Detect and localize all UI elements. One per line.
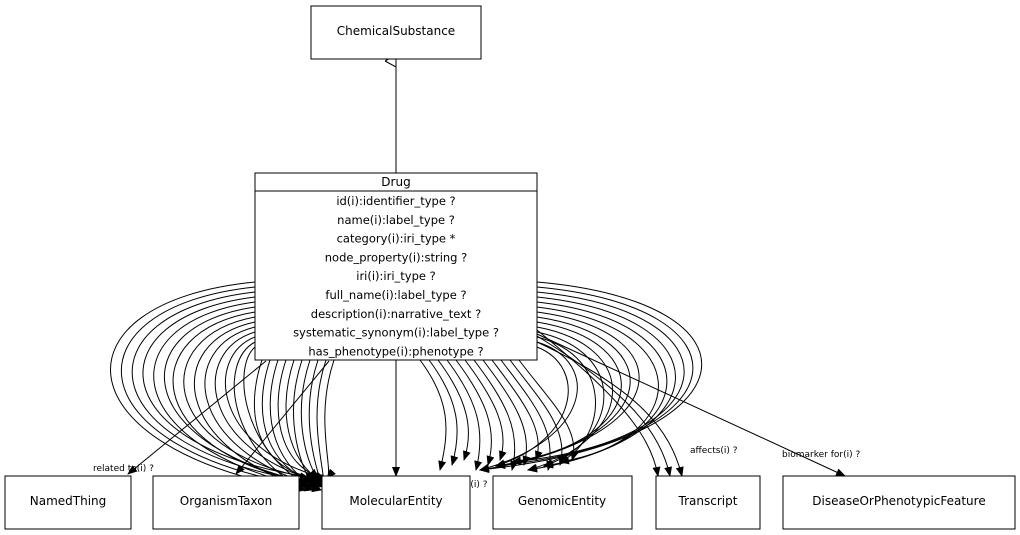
target-node-transcript: Transcript bbox=[655, 475, 761, 530]
target-label-genomic-entity: GenomicEntity bbox=[518, 494, 606, 508]
association-edge bbox=[214, 331, 322, 484]
target-label-named-thing: NamedThing bbox=[30, 494, 107, 508]
association-edge bbox=[293, 359, 316, 491]
drug-attribute: iri(i):iri_type ? bbox=[356, 269, 435, 283]
association-edge bbox=[253, 359, 316, 481]
association-edge bbox=[233, 341, 306, 491]
target-node-organism-taxon: OrganismTaxon bbox=[152, 475, 300, 530]
drug-attribute: full_name(i):label_type ? bbox=[325, 288, 466, 302]
drug-class-node: Drug id(i):identifier_type ? name(i):labe… bbox=[254, 172, 538, 361]
association-edge bbox=[536, 306, 659, 465]
drug-attribute: id(i):identifier_type ? bbox=[336, 194, 455, 208]
drug-class-title: Drug bbox=[381, 175, 410, 189]
association-edge bbox=[225, 336, 326, 480]
edge-biomarker-for bbox=[536, 333, 846, 477]
edge-label-transcript: affects(i) ? bbox=[690, 446, 738, 456]
association-edge bbox=[536, 331, 605, 467]
association-edge bbox=[428, 359, 459, 466]
association-edge bbox=[491, 359, 543, 461]
target-node-molecular-entity: MolecularEntity bbox=[321, 475, 471, 530]
association-edge bbox=[511, 291, 685, 466]
drug-attribute: systematic_synonym(i):label_type ? bbox=[293, 326, 499, 340]
association-edge bbox=[261, 359, 319, 486]
drug-attribute: category(i):iri_type * bbox=[337, 232, 456, 246]
target-label-molecular-entity: MolecularEntity bbox=[349, 494, 442, 508]
association-edge bbox=[300, 359, 319, 479]
association-edge bbox=[518, 359, 579, 461]
association-edge bbox=[464, 359, 507, 461]
parent-class-label: ChemicalSubstance bbox=[337, 24, 455, 38]
association-edge bbox=[183, 316, 310, 481]
association-edge bbox=[131, 291, 314, 485]
association-edge bbox=[446, 359, 483, 471]
association-edge bbox=[500, 359, 555, 471]
association-edge bbox=[437, 359, 471, 461]
association-edge bbox=[243, 346, 310, 487]
edge-organism-taxon bbox=[235, 360, 330, 475]
edge-label-biomarker-for: biomarker for(i) ? bbox=[782, 450, 860, 460]
drug-attribute: has_phenotype(i):phenotype ? bbox=[308, 344, 483, 358]
target-node-genomic-entity: GenomicEntity bbox=[492, 475, 633, 530]
association-edge bbox=[204, 326, 318, 488]
association-edge bbox=[479, 281, 703, 474]
association-edge bbox=[172, 311, 306, 485]
target-label-organism-taxon: OrganismTaxon bbox=[180, 494, 272, 508]
association-edge bbox=[511, 321, 622, 465]
parent-class-node: ChemicalSubstance bbox=[310, 5, 482, 60]
association-edge bbox=[536, 329, 661, 477]
target-label-disease-or-phenotypic-feature: DiseaseOrPhenotypicFeature bbox=[812, 494, 985, 508]
association-edge bbox=[536, 341, 684, 477]
association-edge bbox=[120, 286, 310, 489]
drug-attribute: node_property(i):string ? bbox=[325, 250, 468, 264]
association-edge bbox=[473, 359, 519, 471]
target-label-transcript: Transcript bbox=[678, 494, 738, 508]
target-node-named-thing: NamedThing bbox=[4, 475, 132, 530]
association-edge bbox=[455, 359, 495, 466]
association-edge bbox=[110, 281, 306, 493]
association-edge bbox=[495, 286, 694, 470]
drug-attributes: id(i):identifier_type ? name(i):label_typ… bbox=[293, 194, 499, 358]
edge-label-related-to: related to(i) ? bbox=[93, 464, 154, 474]
drug-attribute: description(i):narrative_text ? bbox=[311, 307, 481, 321]
association-edge bbox=[308, 359, 324, 485]
association-edge bbox=[419, 359, 447, 471]
association-edge bbox=[324, 359, 336, 479]
edge-related-to bbox=[127, 360, 267, 475]
association-edge bbox=[495, 346, 569, 468]
association-edge bbox=[482, 359, 531, 466]
association-edge bbox=[153, 301, 322, 493]
drug-attribute: name(i):label_type ? bbox=[337, 213, 455, 227]
association-edge bbox=[193, 321, 314, 492]
association-edge bbox=[509, 359, 567, 466]
association-edge bbox=[536, 335, 672, 477]
target-node-disease-or-phenotypic-feature: DiseaseOrPhenotypicFeature bbox=[782, 475, 1016, 530]
